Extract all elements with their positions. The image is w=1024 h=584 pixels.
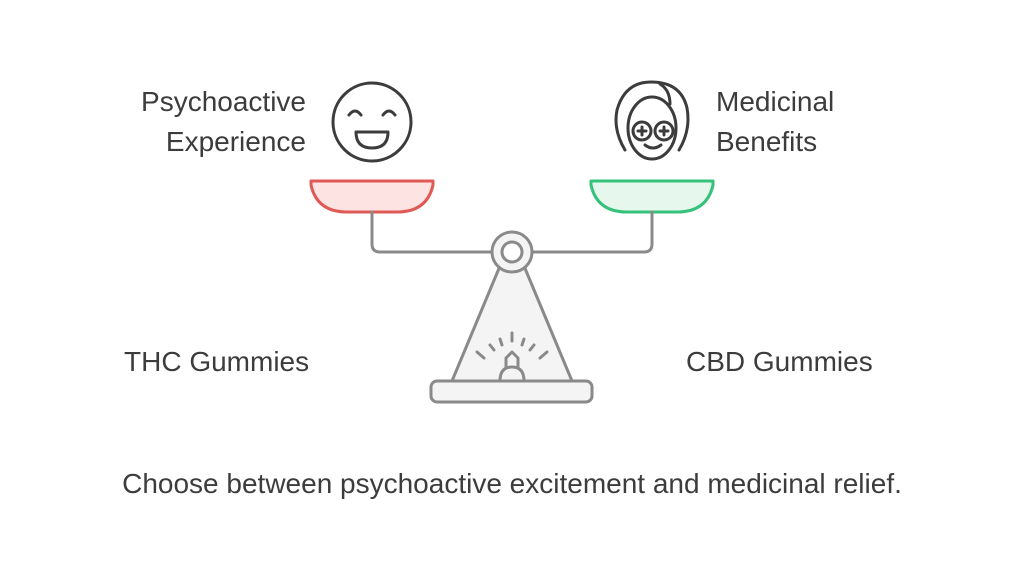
face-mask-cucumber-icon [614,80,690,161]
stand [450,264,574,383]
left-option-label: THC Gummies [124,346,310,377]
right-title-line1: Medicinal [716,86,835,117]
caption: Choose between psychoactive excitement a… [122,468,902,499]
left-title-line2: Experience [165,126,306,157]
left-title-line1: Psychoactive [141,86,306,117]
gauge-icon [475,331,549,383]
right-title-line2: Benefits [716,126,818,157]
base [429,379,594,404]
right-pan [589,179,715,214]
laughing-face-icon [331,81,413,163]
beam [370,210,654,254]
left-pan [309,179,435,214]
right-option-label: CBD Gummies [686,346,873,377]
